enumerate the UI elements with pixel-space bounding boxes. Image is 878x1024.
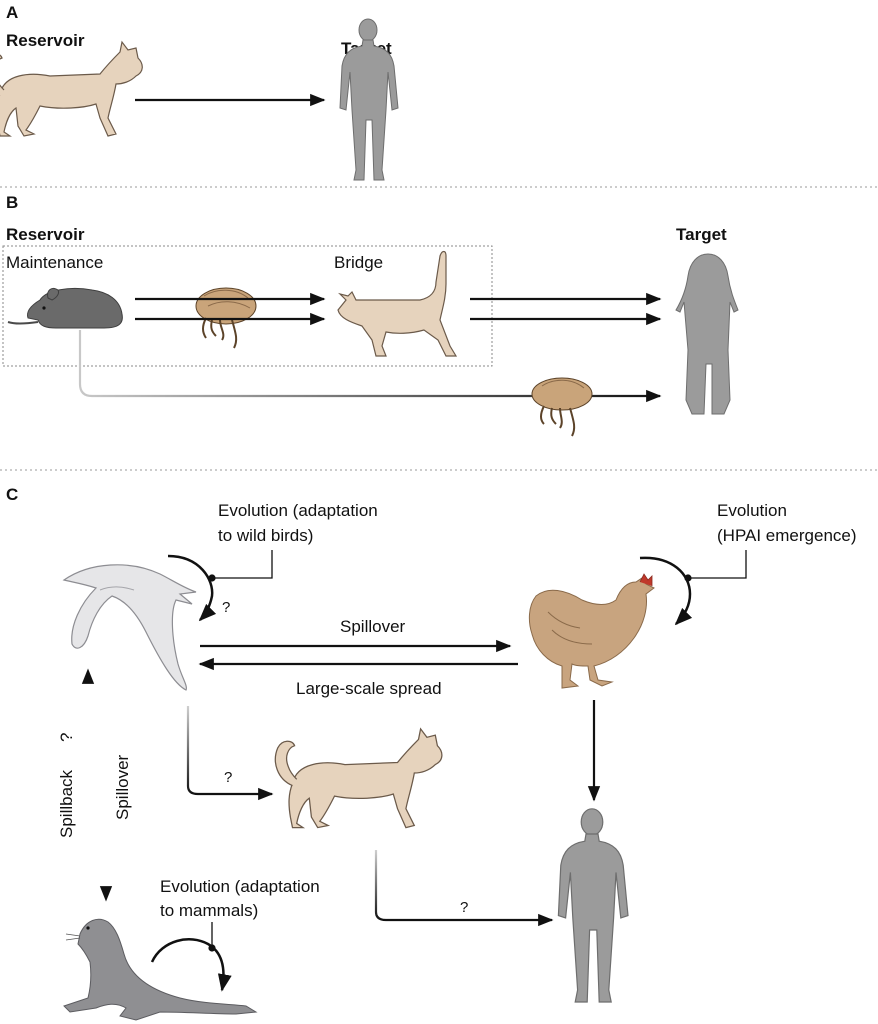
- cat-to-human-question: ?: [460, 899, 468, 916]
- panel-b-label: B: [6, 193, 18, 212]
- bird-evolution-curve: [167, 554, 217, 622]
- panel-b-maintenance-label: Maintenance: [6, 253, 103, 272]
- seal-evolution-dot: [208, 944, 216, 952]
- label-evolution-mammals-1: Evolution (adaptation: [160, 877, 320, 896]
- label-evolution-mammals-2: to mammals): [160, 901, 258, 920]
- panel-b-target-label: Target: [676, 225, 727, 244]
- bird-evolution-dot: [208, 574, 216, 582]
- label-spillback-question: ?: [57, 733, 76, 742]
- poultry-evolution-dot: [684, 574, 692, 582]
- panel-b-bridge-label: Bridge: [334, 253, 383, 272]
- label-evolution-hpai-1: Evolution: [717, 501, 787, 520]
- chicken: [528, 573, 655, 689]
- label-spillover-side: Spillover: [113, 754, 132, 820]
- poultry-evolution-leader: [688, 550, 747, 579]
- label-spillback: Spillback: [57, 769, 76, 838]
- seal: [63, 918, 258, 1021]
- panel-c-label: C: [6, 485, 18, 504]
- panel-b-target-human: [675, 253, 739, 415]
- panel-b-reservoir-box: [2, 245, 493, 367]
- wild-bird: [62, 564, 197, 691]
- panel-a-label: A: [6, 3, 18, 22]
- label-evolution-hpai-2: (HPAI emergence): [717, 526, 857, 545]
- bird-evolution-question: ?: [222, 599, 230, 616]
- label-large-scale-spread: Large-scale spread: [296, 679, 442, 698]
- panel-a-reservoir-cat: [0, 41, 143, 137]
- poultry-evolution-curve: [639, 556, 693, 626]
- panel-b-flea-bridge: [195, 287, 257, 349]
- bird-to-cat-question: ?: [224, 769, 232, 786]
- panel-b-direct-arrow: [78, 330, 662, 403]
- panel-c-human: [557, 808, 629, 1003]
- panel-b-mouse: [7, 287, 123, 329]
- seal-evolution-curve: [150, 938, 232, 992]
- panel-c-cat: [274, 728, 443, 829]
- panel-b-reservoir-label: Reservoir: [6, 225, 85, 244]
- panel-b-flea-direct: [531, 377, 593, 437]
- panel-b-bridge-cat: [337, 250, 458, 357]
- bird-evolution-leader: [212, 550, 273, 579]
- label-spillover-top: Spillover: [340, 617, 406, 636]
- panel-a-reservoir-label: Reservoir: [6, 31, 85, 50]
- label-evolution-wild-birds-1: Evolution (adaptation: [218, 501, 378, 520]
- arrow-cat-to-human: [374, 850, 554, 927]
- arrow-bird-to-cat: [186, 706, 274, 801]
- label-evolution-wild-birds-2: to wild birds): [218, 526, 313, 545]
